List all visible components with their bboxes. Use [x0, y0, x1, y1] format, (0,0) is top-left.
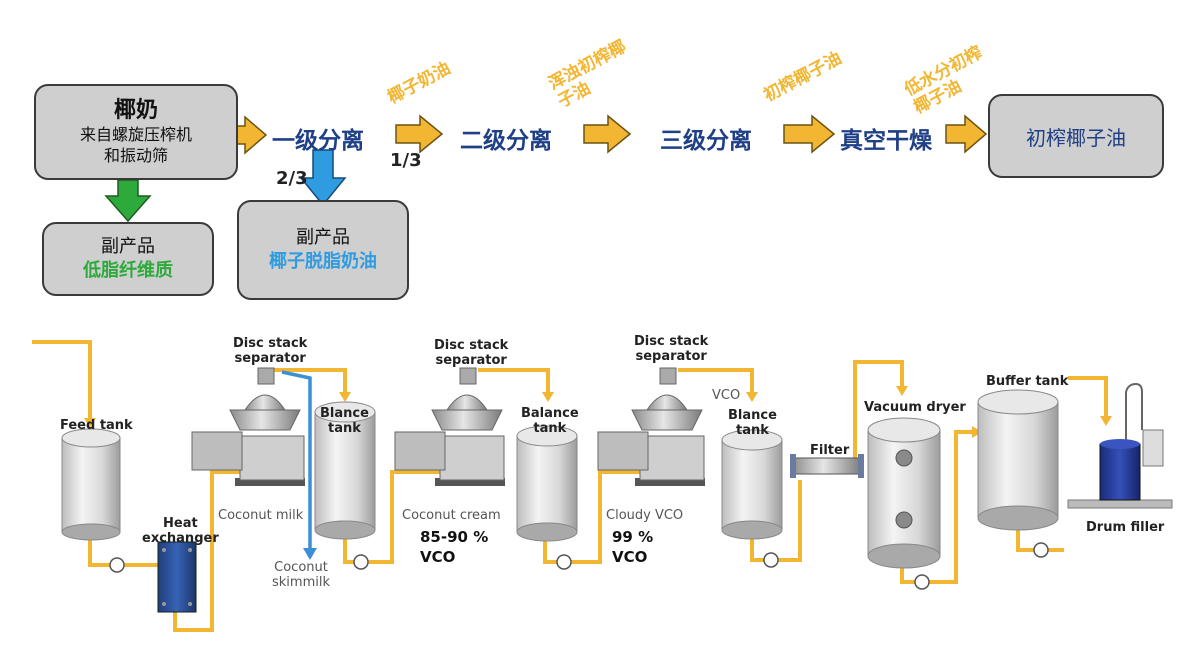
buffer-tank-label: Buffer tank [986, 374, 1069, 389]
source-title: 椰奶 [113, 98, 158, 123]
heat-exchanger-label: Heat exchanger [142, 516, 219, 546]
flow-arrow-5 [945, 114, 988, 154]
vacuum-dryer-label: Vacuum dryer [864, 400, 966, 415]
coconut-skimmilk-label: Coconut skimmilk [272, 560, 330, 590]
final-product-box: 初榨椰子油 [988, 94, 1164, 178]
fraction-one-third: 1/3 [390, 150, 422, 171]
filter-label: Filter [810, 443, 850, 458]
feed-tank-label: Feed tank [60, 418, 133, 433]
byproduct2-title: 副产品 [296, 227, 350, 248]
feed-tank-shape [61, 428, 121, 541]
source-box: 椰奶 来自螺旋压榨机 和振动筛 [34, 84, 238, 180]
drum-filler-label: Drum filler [1086, 520, 1165, 535]
flow-arrow-4 [783, 114, 836, 154]
drum-filler-shape [1067, 382, 1173, 509]
step-1: 一级分离 [272, 128, 364, 154]
blance-tank-1-shape [314, 401, 376, 540]
separator-1-shape [191, 367, 305, 486]
fraction-two-thirds: 2/3 [276, 168, 308, 189]
source-line1: 来自螺旋压榨机 [79, 125, 192, 144]
pumps [109, 542, 1049, 590]
heat-exchanger-shape [157, 541, 197, 613]
byproduct-box-2: 副产品 椰子脱脂奶油 [237, 200, 409, 300]
filter-shape [790, 454, 864, 478]
cream-vco: VCO [420, 548, 456, 566]
source-line2: 和振动筛 [103, 146, 168, 165]
byproduct1-value: 低脂纤维质 [83, 260, 173, 281]
pipe-arrowheads [84, 386, 1112, 438]
blance-tank-3-shape [721, 429, 783, 540]
byproduct-arrow-green [104, 179, 152, 223]
byproduct-arrow-blue [299, 149, 347, 207]
coconut-milk-label: Coconut milk [218, 508, 304, 523]
blance-tank-1-label: Blance tank [320, 406, 369, 436]
vco-small-label: VCO [712, 388, 741, 403]
byproduct1-title: 副产品 [101, 236, 155, 257]
disc-stack-1-label: Disc stack separator [233, 336, 308, 366]
flow-arrow-3 [583, 114, 632, 154]
flow-arrow-2 [395, 114, 444, 154]
byproduct2-value: 椰子脱脂奶油 [269, 251, 377, 272]
byproduct-box-1: 副产品 低脂纤维质 [42, 222, 214, 296]
cloudy-vco-2: VCO [612, 548, 648, 566]
cream-percent: 85-90 % [420, 528, 489, 546]
disc-stack-2-label: Disc stack separator [434, 338, 509, 368]
pipes [32, 340, 1108, 632]
buffer-tank-shape [977, 389, 1059, 531]
coconut-cream-label: Coconut cream [402, 508, 501, 523]
balance-tank-2-label: Balance tank [521, 406, 579, 436]
final-product-label: 初榨椰子油 [1026, 125, 1126, 150]
cloudy-percent: 99 % [612, 528, 654, 546]
blance-tank-3-label: Blance tank [728, 408, 777, 438]
separator-3-shape [597, 367, 705, 486]
skimmilk-pipe [281, 370, 312, 552]
cloudy-vco-label: Cloudy VCO [606, 508, 684, 523]
balance-tank-2-shape [516, 425, 578, 542]
disc-stack-3-label: Disc stack separator [634, 334, 709, 364]
step-3: 三级分离 [660, 128, 752, 154]
step-2: 二级分离 [460, 128, 552, 154]
separator-2-shape [394, 367, 505, 486]
step-4: 真空干燥 [840, 128, 932, 154]
vacuum-dryer-shape [867, 417, 941, 569]
